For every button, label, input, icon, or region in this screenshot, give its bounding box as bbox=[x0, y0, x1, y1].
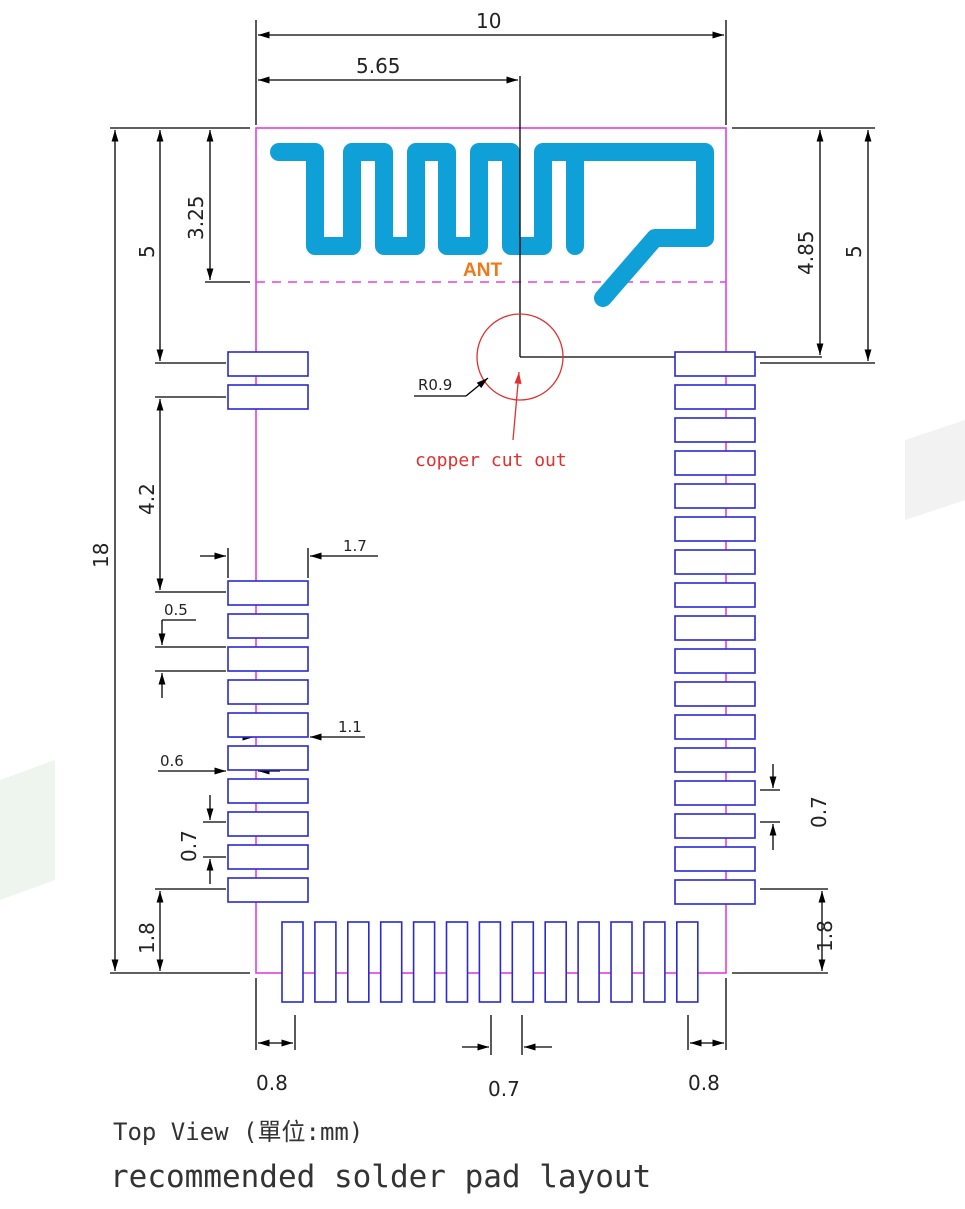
left-bottom-pad-7 bbox=[228, 779, 308, 803]
dim-left-bottom-label: 1.8 bbox=[135, 922, 159, 954]
bottom-pad-13 bbox=[677, 922, 698, 1002]
watermark-right bbox=[905, 420, 965, 520]
top-view-caption: Top View (單位:mm) bbox=[113, 1118, 363, 1146]
right-pad-7 bbox=[675, 550, 755, 574]
dim-pad-outer-label: 0.6 bbox=[160, 752, 184, 770]
ant-label: ANT bbox=[463, 260, 502, 281]
bottom-pad-8 bbox=[512, 922, 533, 1002]
dim-right-top-pad-label: 5 bbox=[842, 245, 866, 258]
left-bottom-pad-9 bbox=[228, 845, 308, 869]
bottom-pad-11 bbox=[611, 922, 632, 1002]
right-pad-2 bbox=[675, 385, 755, 409]
left-bottom-pad-5 bbox=[228, 713, 308, 737]
bottom-pad-1 bbox=[282, 922, 303, 1002]
bottom-pad-6 bbox=[447, 922, 468, 1002]
left-top-pad-1 bbox=[228, 352, 308, 376]
right-pad-1 bbox=[675, 352, 755, 376]
dim-right-bottom-label: 1.8 bbox=[813, 920, 837, 952]
left-bottom-pad-1 bbox=[228, 581, 308, 605]
right-pad-14 bbox=[675, 781, 755, 805]
cutout-leader bbox=[513, 372, 519, 440]
bottom-pad-9 bbox=[545, 922, 566, 1002]
right-pad-17 bbox=[675, 880, 755, 904]
bottom-pad-5 bbox=[414, 922, 435, 1002]
dim-right-ant-label: 4.85 bbox=[794, 230, 818, 275]
bottom-pad-7 bbox=[479, 922, 500, 1002]
left-top-pad-2 bbox=[228, 385, 308, 409]
right-pad-8 bbox=[675, 583, 755, 607]
right-pad-16 bbox=[675, 847, 755, 871]
left-bottom-pad-3 bbox=[228, 647, 308, 671]
left-bottom-pad-2 bbox=[228, 614, 308, 638]
dim-bottom-left-label: 0.8 bbox=[256, 1071, 288, 1095]
dim-left-top-pad-label: 5 bbox=[135, 245, 159, 258]
watermark-left bbox=[0, 760, 55, 900]
dim-pad-width-label: 0.5 bbox=[164, 601, 188, 619]
bottom-pad-3 bbox=[348, 922, 369, 1002]
dim-bottom-right-label: 0.8 bbox=[688, 1071, 720, 1095]
dim-left-pitch-label: 0.7 bbox=[177, 830, 201, 862]
dim-width-label: 10 bbox=[476, 9, 501, 33]
dim-ant-center-label: 5.65 bbox=[356, 54, 401, 78]
bottom-pad-4 bbox=[381, 922, 402, 1002]
dim-left-ant-label: 3.25 bbox=[184, 195, 208, 240]
left-bottom-pad-10 bbox=[228, 878, 308, 902]
recommended-caption: recommended solder pad layout bbox=[110, 1159, 651, 1195]
bottom-pad-10 bbox=[578, 922, 599, 1002]
left-bottom-pad-4 bbox=[228, 680, 308, 704]
dim-right-pitch-label: 0.7 bbox=[807, 796, 831, 828]
dim-bottom-pitch-label: 0.7 bbox=[488, 1077, 520, 1101]
right-pad-10 bbox=[675, 649, 755, 673]
dim-left-gap-label: 4.2 bbox=[135, 483, 159, 515]
right-pad-9 bbox=[675, 616, 755, 640]
dim-pad-inner-label: 1.1 bbox=[338, 718, 362, 736]
right-pad-4 bbox=[675, 451, 755, 475]
bottom-pad-12 bbox=[644, 922, 665, 1002]
radius-label: R0.9 bbox=[418, 376, 452, 394]
right-pad-12 bbox=[675, 715, 755, 739]
right-pad-6 bbox=[675, 517, 755, 541]
left-bottom-pad-8 bbox=[228, 812, 308, 836]
right-pad-5 bbox=[675, 484, 755, 508]
right-pad-11 bbox=[675, 682, 755, 706]
left-bottom-pad-6 bbox=[228, 746, 308, 770]
dim-pad-length-label: 1.7 bbox=[343, 537, 367, 555]
dim-total-height-label: 18 bbox=[89, 543, 113, 568]
bottom-pad-2 bbox=[315, 922, 336, 1002]
right-pad-15 bbox=[675, 814, 755, 838]
radius-leader bbox=[466, 378, 488, 396]
right-pad-3 bbox=[675, 418, 755, 442]
copper-cut-label: copper cut out bbox=[415, 450, 567, 471]
right-pad-13 bbox=[675, 748, 755, 772]
